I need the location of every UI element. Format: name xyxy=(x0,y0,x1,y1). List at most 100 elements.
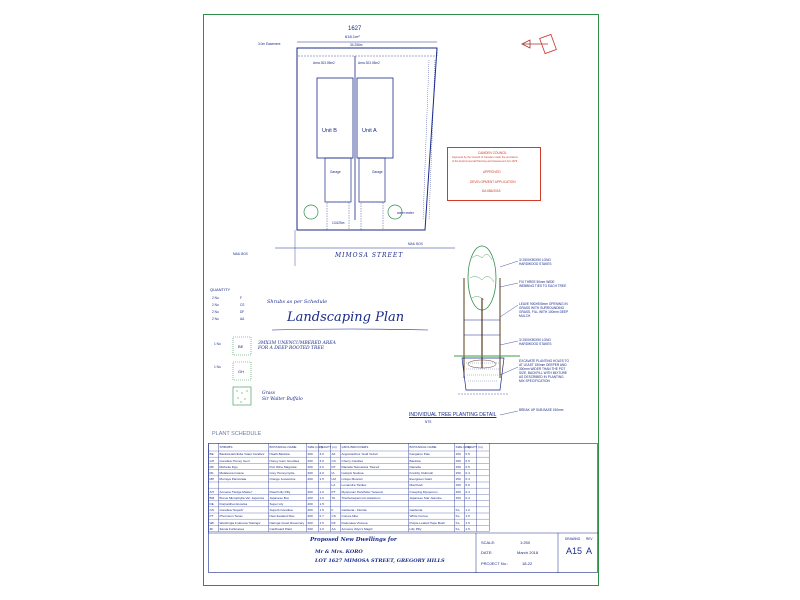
schedule-cell: 2.0 xyxy=(319,464,324,469)
schedule-cell: Acmena 'Allyn's Magic' xyxy=(341,526,373,531)
area-unit-b: Area 303.05m2 xyxy=(313,61,335,65)
schedule-cell: Angiozanthos 'Gold Velvet' xyxy=(341,452,379,457)
schedule-cell: Japanese Star Jasmine xyxy=(409,495,442,500)
plan-title-underline xyxy=(271,328,429,331)
schedule-cell: Japanese Box xyxy=(269,495,290,500)
schedule-header-cell: GROUNDCOVERS xyxy=(341,445,369,449)
schedule-cell: AA xyxy=(331,526,336,531)
scale-value: 1:250 xyxy=(520,540,531,545)
schedule-cell: 1.0 xyxy=(319,526,324,531)
detail-title: INDIVIDUAL TREE PLANTING DETAIL xyxy=(409,412,497,418)
client-name: Mr & Mrs. KORO xyxy=(315,549,363,555)
schedule-cell: TA xyxy=(331,495,336,500)
schedule-header-cell: HEIGHT (m) xyxy=(319,445,337,449)
grass-type: Sir Walter Buffalo xyxy=(262,397,303,402)
project-label: PROJECT No.: xyxy=(481,561,509,566)
qty-tree-1: 1 No xyxy=(214,365,221,369)
schedule-cell: IA xyxy=(331,470,335,475)
drawing-sheet xyxy=(203,14,599,586)
schedule-cell: Acmena 'Hedge Master' xyxy=(219,489,253,494)
schedule-cell: ZF xyxy=(209,526,214,531)
schedule-cell: 1.5 xyxy=(319,520,324,525)
schedule-cell: 200 xyxy=(307,501,313,506)
schedule-cell: Liriope Muscari xyxy=(341,477,363,482)
schedule-cell: 150 xyxy=(455,470,461,475)
schedule-cell: 200 xyxy=(307,470,313,475)
schedule-cell: 200 xyxy=(307,464,313,469)
schedule-cell: Dianella xyxy=(409,464,421,469)
council-stamp: CAMDEN COUNCIL Approved by the Council o… xyxy=(447,147,541,201)
detail-note-1: FIX THREE 50mm WIDE WEBBING TIES TO EACH… xyxy=(519,280,567,288)
schedule-cell: GS xyxy=(209,508,214,513)
easement-label: 3.0m Easement xyxy=(258,42,281,46)
schedule-cell: 200 xyxy=(307,489,313,494)
detail-note-5: BREAK UP SUB BASE 150mm xyxy=(519,408,564,412)
site-address: LOT 1627 MIMOSA STREET, GREGORY HILLS xyxy=(315,558,445,564)
schedule-cell: New Zealand Flax xyxy=(269,514,295,519)
schedule-cell: Purple Leafed Hope Bush xyxy=(409,520,445,525)
schedule-cell: BE xyxy=(209,452,214,457)
unit-a-label: Unit A xyxy=(362,128,377,134)
schedule-cell: 0.4 xyxy=(465,470,470,475)
schedule-cell: 200 xyxy=(307,526,313,531)
qty-row-0: 2 No xyxy=(212,296,219,300)
schedule-cell: 200 xyxy=(307,495,313,500)
stamp-line-3: of the Environmental Planning and Assess… xyxy=(452,160,518,163)
schedule-cell: Myoporum Parvifolia 'Yareena' xyxy=(341,489,384,494)
schedule-cell: 0.5 xyxy=(465,452,470,457)
schedule-cell: LM xyxy=(331,477,336,482)
qty-row-1: 2 No xyxy=(212,303,219,307)
revision: A xyxy=(586,546,593,556)
plant-schedule-grid xyxy=(208,443,598,573)
schedule-cell: 1.5 xyxy=(465,514,470,519)
frontage-dim: 34.256m xyxy=(350,43,363,47)
schedule-cell: Gardenia - Florida xyxy=(341,508,367,513)
area-unit-a: Area 303.05m2 xyxy=(358,61,380,65)
proposed-text: Proposed New Dwellings for xyxy=(310,537,397,543)
schedule-cell: Honey Gem Grevillea xyxy=(269,458,300,463)
garage-b-label: Garage xyxy=(330,170,341,174)
schedule-cell: 0.7 xyxy=(319,514,324,519)
qty-code-3: AA xyxy=(240,317,245,321)
schedule-cell: Phormium Tenax xyxy=(219,514,243,519)
schedule-cell: Zamia Furfuracea xyxy=(219,526,244,531)
schedule-header-cell: HEIGHT (m) xyxy=(465,445,483,449)
grass-legend-icon xyxy=(232,386,252,406)
schedule-cell: Dorpanthes Excelsa xyxy=(219,501,248,506)
scale-label: SCALE: xyxy=(481,540,496,545)
unit-b-label: Unit B xyxy=(322,128,337,134)
schedule-cell: Banksia xyxy=(409,458,421,463)
street-name: MIMOSA STREET xyxy=(335,252,404,259)
schedule-cell: CC xyxy=(331,458,336,463)
qty-row-2: 2 No xyxy=(212,310,219,314)
stamp-line-2: Approved by the Council of Camden under … xyxy=(452,156,518,159)
schedule-cell: 150 xyxy=(455,477,461,482)
detail-note-3: 3/ 2500X50X50 LONG HARDWOOD STAKES xyxy=(519,338,552,346)
schedule-cell: 1.0 xyxy=(319,495,324,500)
schedule-cell: S.L xyxy=(455,508,461,513)
schedule-cell: PT xyxy=(331,489,336,494)
rev-label: REV xyxy=(586,537,593,541)
lot-number: 1627 xyxy=(348,26,362,32)
schedule-cell: Banksia Ericifolia 'Giant Candles' xyxy=(219,452,265,457)
schedule-cell: S.L xyxy=(455,514,461,519)
schedule-cell: Westringia Fruticosa 'Naringa' xyxy=(219,520,261,525)
qty-row-3: 2 No xyxy=(212,317,219,321)
deep-tree-legend-icon: BE GH xyxy=(232,336,252,381)
qty-code-0: F xyxy=(240,296,242,300)
schedule-header-cell: BOTANICAL NAME xyxy=(269,445,297,449)
schedule-cell: DF xyxy=(331,520,336,525)
stamp-line-4: APPROVED xyxy=(483,170,501,174)
schedule-cell: Superb Grevillea xyxy=(269,508,293,513)
water-meter-label: water meter xyxy=(397,211,414,215)
schedule-cell: 200 xyxy=(307,520,313,525)
drawing-label: DRAWING xyxy=(565,537,581,541)
schedule-cell: 1.5 xyxy=(319,477,324,482)
schedule-cell: 150 xyxy=(455,483,461,488)
date-value: March 2018 xyxy=(517,550,539,555)
schedule-cell: 150 xyxy=(455,489,461,494)
schedule-cell: Dianella Tasmanica 'Tasred' xyxy=(341,464,380,469)
schedule-cell: 150 xyxy=(455,458,461,463)
schedule-cell: Dwarf Lilly Pilly xyxy=(269,489,291,494)
schedule-cell: WF xyxy=(209,520,215,525)
